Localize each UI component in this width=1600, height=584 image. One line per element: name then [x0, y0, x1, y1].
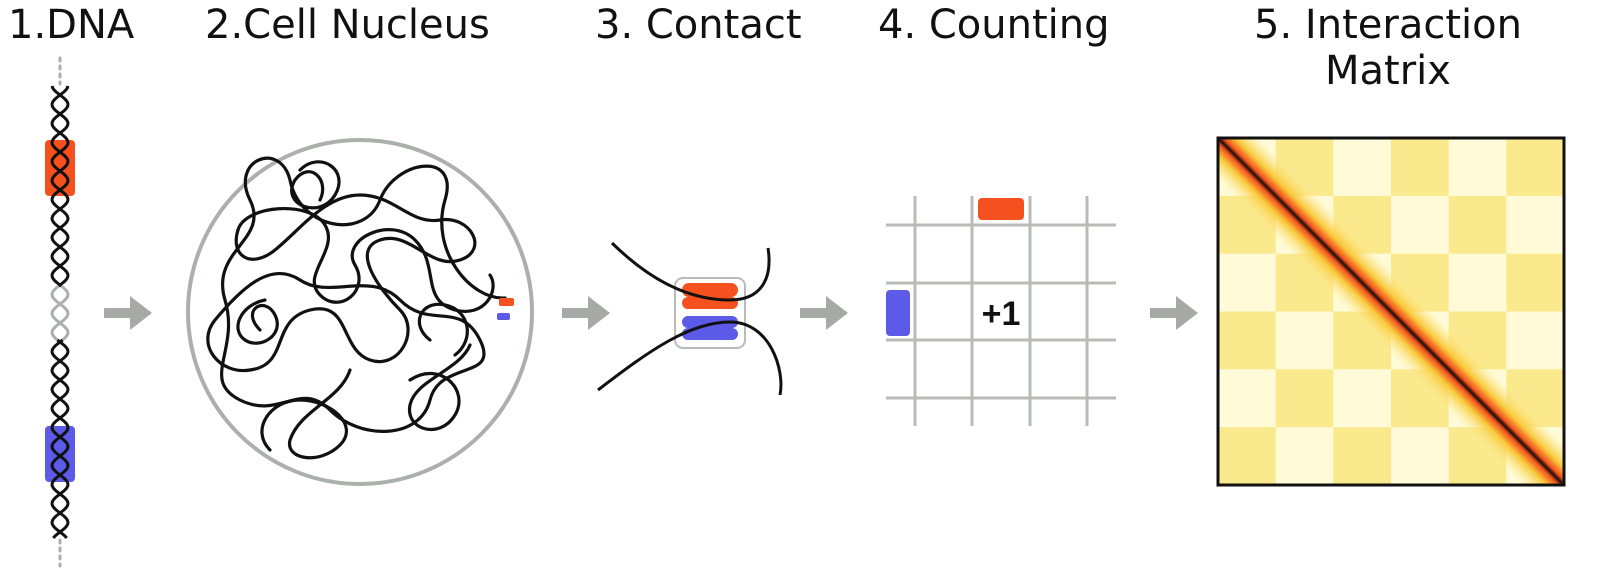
matrix-block	[1391, 138, 1450, 197]
matrix-block	[1218, 427, 1277, 485]
dna-strand-b-gap	[50, 284, 70, 342]
matrix-block	[1448, 138, 1507, 197]
dna-strand-a-gap	[50, 284, 70, 342]
contact-locus-a	[682, 283, 738, 297]
nucleus-membrane	[186, 138, 534, 486]
arrow-1-to-2	[104, 296, 152, 330]
matrix-block	[1506, 195, 1564, 255]
matrix-block	[1275, 369, 1334, 428]
matrix-block	[1333, 138, 1392, 197]
step-1-title: 1.DNA	[8, 2, 135, 48]
matrix-block	[1275, 427, 1334, 485]
dna-helix	[45, 56, 75, 568]
contact-strand-bottom	[597, 320, 783, 396]
step-4-title: 4. Counting	[878, 2, 1110, 48]
contact-strand-top	[610, 241, 771, 302]
arrow-3-to-4	[800, 296, 848, 330]
interaction-matrix	[1216, 136, 1566, 487]
nucleus-locus-a	[499, 298, 514, 306]
nucleus-locus-b	[497, 313, 510, 320]
matrix-block	[1333, 369, 1392, 428]
cell-nucleus	[186, 138, 534, 486]
matrix-frame	[1216, 136, 1566, 487]
matrix-block	[1218, 253, 1277, 312]
matrix-diagonal	[1218, 138, 1564, 485]
step-2-title: 2.Cell Nucleus	[205, 2, 490, 48]
matrix-block	[1218, 369, 1277, 428]
dna-locus-a	[45, 140, 75, 196]
arrow-4-to-5	[1150, 296, 1198, 330]
matrix-block	[1275, 311, 1334, 370]
step-5-title-line2: Matrix	[1325, 48, 1451, 94]
matrix-block	[1391, 195, 1450, 255]
dna-strand-a-lower	[50, 338, 70, 540]
count-locus-b	[886, 290, 910, 336]
contact-locus-b-lower	[682, 328, 738, 340]
matrix-block	[1506, 311, 1564, 370]
count-locus-a	[978, 198, 1024, 220]
matrix-block	[1506, 138, 1564, 197]
count-label: +1	[982, 295, 1021, 333]
matrix-block	[1218, 311, 1277, 370]
dna-strand-b-lower	[50, 338, 70, 540]
arrow-2-to-3	[562, 296, 610, 330]
dna-strand-a	[50, 85, 70, 288]
matrix-block	[1448, 195, 1507, 255]
step-5-title: 5. Interaction Matrix	[1238, 2, 1538, 94]
matrix-block	[1506, 253, 1564, 312]
matrix-block	[1448, 253, 1507, 312]
count-grid-lines	[886, 196, 1116, 426]
matrix-block	[1391, 427, 1450, 485]
contact-illustration	[597, 241, 783, 396]
contact-locus-b	[682, 316, 738, 328]
chromatin-fiber	[206, 156, 507, 460]
matrix-block	[1333, 427, 1392, 485]
dna-strand-b	[50, 85, 70, 288]
step-5-title-line1: 5. Interaction	[1254, 2, 1522, 48]
counting-grid: +1	[886, 196, 1116, 426]
step-3-title: 3. Contact	[595, 2, 802, 48]
